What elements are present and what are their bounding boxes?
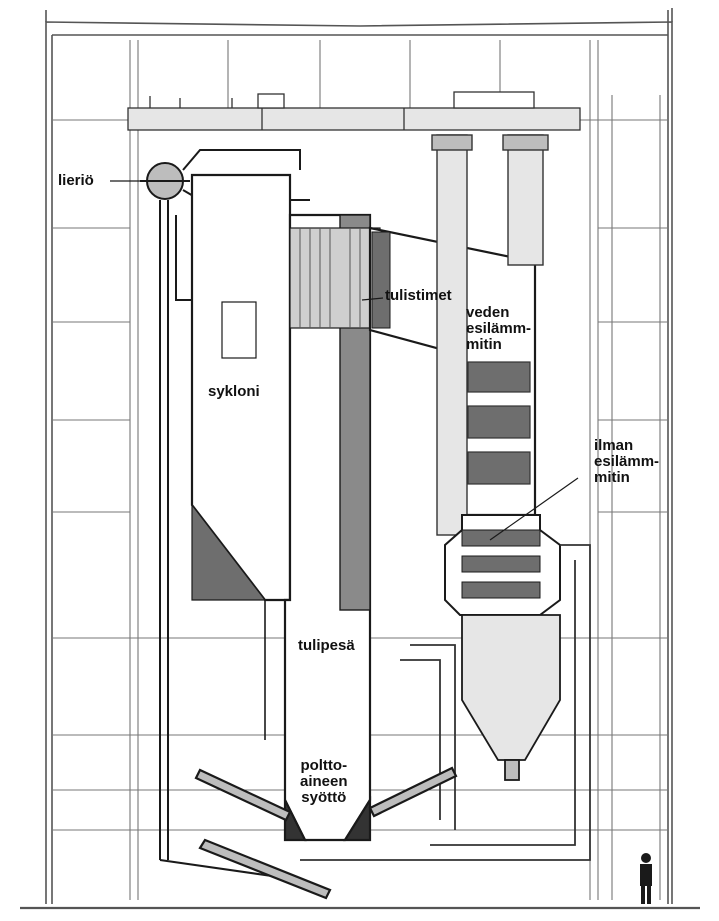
- label-cyclone: sykloni: [208, 383, 260, 400]
- person-scale-figure: [640, 853, 652, 904]
- ash-hopper: [461, 614, 561, 781]
- top-gantry-beam: [127, 91, 581, 131]
- economizer-banks: [467, 361, 531, 485]
- fuel-feed-lines: [194, 766, 458, 900]
- furnace: [283, 213, 381, 842]
- stacks: [431, 134, 549, 536]
- cyclone: [190, 173, 292, 740]
- label-economizer: veden esilämm- mitin: [466, 304, 532, 353]
- air-ducts: [300, 544, 591, 861]
- label-drum: lieriö: [58, 172, 94, 189]
- label-furnace: tulipesä: [298, 637, 355, 654]
- label-air-preheater: ilman esilämm- mitin: [594, 437, 660, 486]
- label-fuel-feed: poltto- aineen syöttö: [300, 757, 348, 806]
- label-leader-lines: [110, 180, 579, 541]
- air-preheater: [444, 514, 561, 616]
- drum-assembly: [140, 149, 310, 881]
- label-superheaters: tulistimet: [385, 287, 452, 304]
- building-frame: [20, 8, 700, 910]
